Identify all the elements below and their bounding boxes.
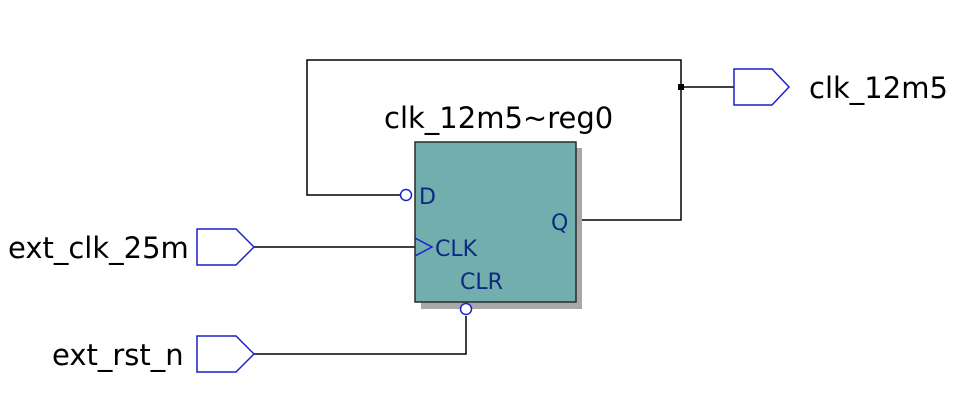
clk-pin-triangle-icon (414, 237, 434, 257)
register-instance-name: clk_12m5~reg0 (384, 101, 613, 135)
pin-label-clr: CLR (460, 270, 503, 295)
wire-junction-dot (678, 84, 684, 90)
output-port-clk-12m5-icon[interactable] (733, 68, 791, 106)
input-port-label-ext-rst-n: ext_rst_n (52, 338, 184, 372)
pin-label-d: D (419, 185, 436, 210)
pin-label-q: Q (551, 211, 568, 236)
output-port-label-clk-12m5: clk_12m5 (809, 71, 948, 105)
wires (254, 59, 734, 355)
d-pin-inversion-bubble (399, 188, 413, 202)
input-port-ext-rst-n-icon[interactable] (196, 335, 256, 373)
clr-pin-inversion-bubble (459, 302, 473, 316)
input-port-label-ext-clk-25m: ext_clk_25m (8, 231, 189, 265)
register-block[interactable] (414, 141, 577, 303)
wire-reset-input (254, 316, 467, 355)
pin-label-clk: CLK (435, 237, 478, 262)
input-port-ext-clk-25m-icon[interactable] (196, 228, 256, 266)
wire-feedback-loop (306, 59, 682, 221)
